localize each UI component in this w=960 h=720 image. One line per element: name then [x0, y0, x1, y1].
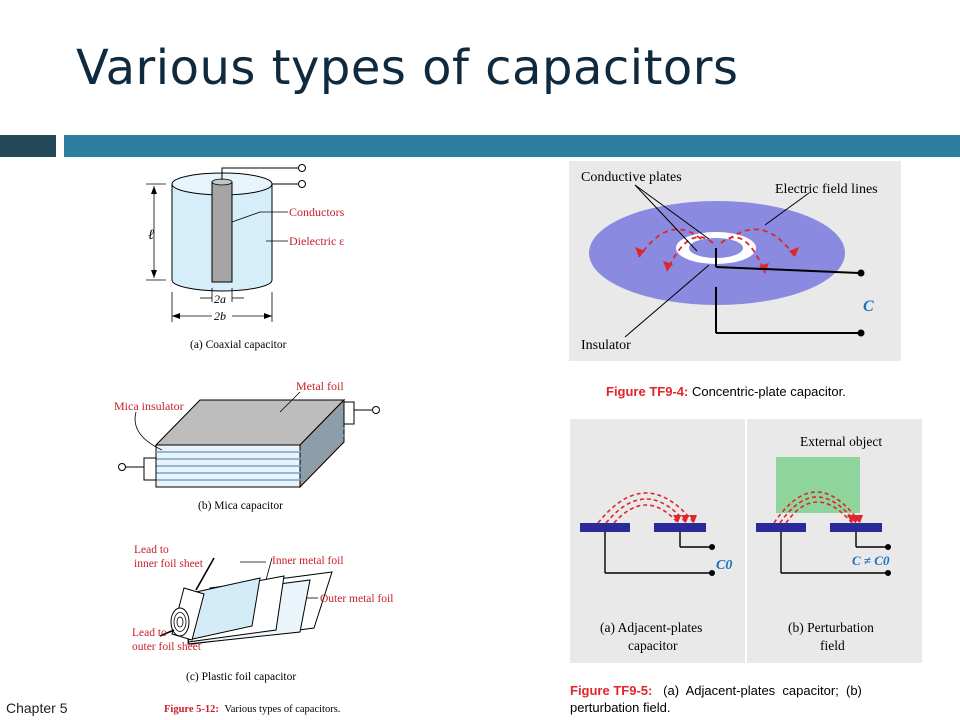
header-bar	[64, 135, 960, 157]
coax-caption: (a) Coaxial capacitor	[190, 339, 287, 351]
svg-text:Figure TF9-5: (a) Adjacent-: Figure TF9-5: (a) Adjacent-plates capaci…	[570, 683, 862, 698]
plastic-outer-metal-foil-label: Outer metal foil	[320, 593, 393, 605]
external-object-label: External object	[800, 434, 882, 449]
panel-a-caption-2: capacitor	[628, 638, 678, 653]
c-not-equal-c0-label: C ≠ C0	[852, 553, 890, 568]
plastic-lead-outer-label-1: Lead to	[132, 627, 167, 639]
coax-dielectric-label: Dielectric ε	[289, 234, 344, 248]
capacitance-label: C	[863, 298, 874, 315]
plastic-lead-outer-label-2: outer foil sheet	[132, 641, 202, 653]
figure-tf9-4-caption-number: Figure TF9-4:	[606, 384, 688, 399]
coax-dim-outer-label: 2b	[214, 309, 226, 323]
plastic-lead-inner-label-2: inner foil sheet	[134, 558, 204, 570]
coaxial-capacitor-drawing	[146, 164, 306, 322]
figure-adjacent-plates-capacitor: External object C0 C ≠ C0 (a) Adjacent-p…	[570, 419, 922, 663]
figure-tf9-4-caption: Figure TF9-4: Concentric-plate capacitor…	[606, 384, 846, 399]
panel-b-caption-1: (b) Perturbation	[788, 620, 874, 635]
figure-5-12-caption: Figure 5-12: Various types of capacitors…	[164, 704, 340, 715]
plastic-caption: (c) Plastic foil capacitor	[186, 671, 296, 683]
mica-capacitor-drawing	[118, 391, 380, 489]
insulator-label: Insulator	[581, 338, 631, 353]
coax-conductors-label: Conductors	[289, 205, 345, 219]
figure-tf9-4-caption-text: Concentric-plate capacitor.	[688, 384, 846, 399]
figure-concentric-plate-capacitor: Conductive plates Electric field lines C…	[569, 161, 901, 361]
slide-title: Various types of capacitors	[76, 40, 739, 96]
figure-tf9-5-caption-number: Figure TF9-5:	[570, 683, 652, 698]
mica-metal-foil-label: Metal foil	[296, 379, 344, 393]
svg-text:Figure TF9-4: Concentric-plate: Figure TF9-4: Concentric-plate capacitor…	[606, 384, 846, 399]
mica-caption: (b) Mica capacitor	[198, 500, 283, 512]
figure-tf9-5-caption: Figure TF9-5: (a) Adjacent-plates capaci…	[570, 683, 862, 715]
c0-label: C0	[716, 558, 732, 573]
figure-tf9-5-caption-text-1: (a) Adjacent-plates capacitor; (b)	[652, 683, 862, 698]
electric-field-lines-label: Electric field lines	[775, 182, 878, 197]
coax-dim-inner-label: 2a	[214, 292, 226, 306]
figure-tf9-5-caption-text-2: perturbation field.	[570, 700, 670, 715]
panel-b-caption-2: field	[820, 638, 845, 653]
coax-length-label: ℓ	[148, 228, 154, 243]
conductive-plates-label: Conductive plates	[581, 170, 682, 185]
plastic-lead-inner-label-1: Lead to	[134, 544, 169, 556]
mica-insulator-label: Mica insulator	[114, 399, 184, 413]
figure-various-capacitors: ℓ Conductors Dielectric ε 2a 2b (a) Coax…	[114, 164, 393, 715]
plastic-inner-metal-foil-label: Inner metal foil	[272, 555, 344, 567]
header-bar-accent	[0, 135, 56, 157]
panel-a-caption-1: (a) Adjacent-plates	[600, 620, 702, 635]
slide-footer: Chapter 5	[6, 700, 68, 716]
plastic-foil-capacitor-drawing	[159, 557, 333, 645]
